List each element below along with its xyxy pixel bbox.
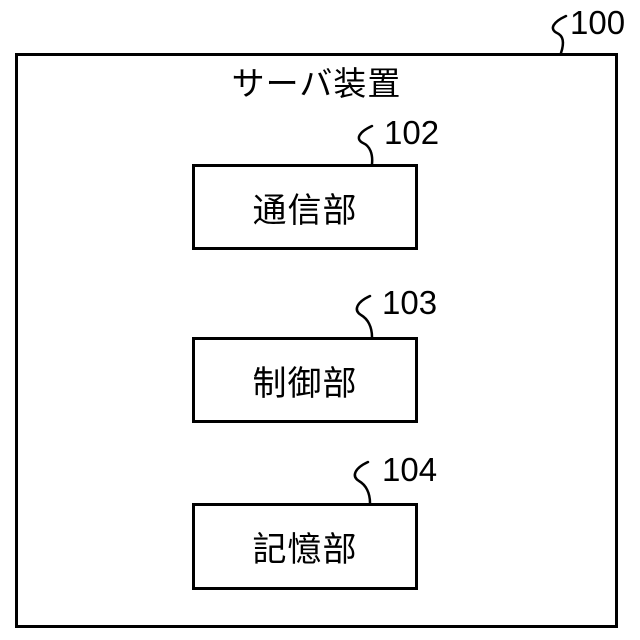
block-storage-unit: 記憶部 [192, 503, 418, 590]
block-control-unit-label: 制御部 [252, 364, 358, 403]
ref-label-100: 100 [570, 4, 626, 41]
ref-label-103: 103 [382, 284, 438, 321]
block-storage-unit-label: 記憶部 [252, 531, 358, 569]
ref-label-104: 104 [382, 451, 438, 488]
block-communication-unit-label: 通信部 [252, 191, 358, 230]
block-control-unit: 制御部 [192, 337, 418, 423]
leader-squiggle-100 [551, 14, 568, 55]
server-device-title: サーバ装置 [231, 65, 402, 102]
ref-label-102: 102 [384, 114, 440, 151]
block-communication-unit: 通信部 [192, 164, 418, 250]
